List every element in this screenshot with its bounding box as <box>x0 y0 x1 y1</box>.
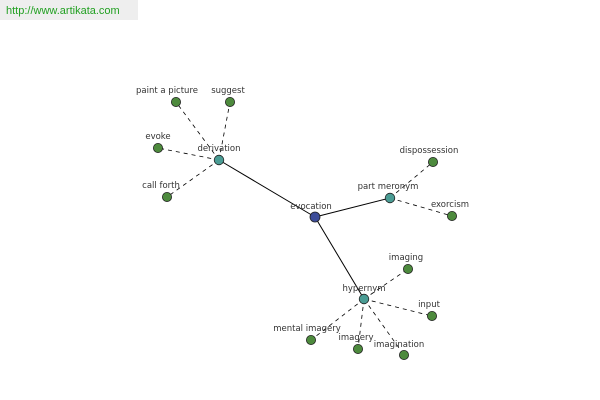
leaf-node-paint-a-picture[interactable] <box>170 97 181 108</box>
edge-part-meronym-dispossession <box>389 161 434 199</box>
leaf-node-suggest[interactable] <box>224 97 235 108</box>
relation-node-hypernym[interactable] <box>358 293 370 305</box>
leaf-node-dispossession[interactable] <box>427 156 438 167</box>
root-label-evocation: evocation <box>290 202 332 212</box>
edge-hypernym-imagination <box>363 298 405 356</box>
edges-layer <box>157 101 453 356</box>
edge-hypernym-imagery <box>357 298 365 350</box>
site-url-link[interactable]: http://www.artikata.com <box>6 5 120 17</box>
leaf-label-paint-a-picture: paint a picture <box>136 86 198 96</box>
leaf-node-evoke[interactable] <box>152 142 163 153</box>
edge-evocation-hypernym <box>314 216 365 300</box>
edge-derivation-call-forth <box>166 159 220 198</box>
leaf-node-imagination[interactable] <box>398 349 409 360</box>
leaf-label-input: input <box>418 300 441 310</box>
leaf-label-imagery: imagery <box>338 333 373 343</box>
edge-hypernym-imaging <box>363 268 409 300</box>
leaf-label-imagination: imagination <box>374 340 425 350</box>
leaf-node-imaging[interactable] <box>402 263 413 274</box>
edge-evocation-derivation <box>218 159 316 218</box>
relation-label-hypernym: hypernym <box>342 284 385 294</box>
leaf-node-call-forth[interactable] <box>161 191 172 202</box>
leaf-label-imaging: imaging <box>389 253 423 263</box>
leaf-node-mental-imagery[interactable] <box>305 334 316 345</box>
nodes-layer: paint a picture suggest evoke call forth der… <box>136 86 469 360</box>
leaf-node-exorcism[interactable] <box>446 210 457 221</box>
edge-part-meronym-exorcism <box>389 197 453 217</box>
leaf-label-suggest: suggest <box>211 86 245 96</box>
leaf-node-imagery[interactable] <box>352 343 363 354</box>
edge-derivation-evoke <box>157 147 220 161</box>
url-bar: http://www.artikata.com <box>0 0 138 20</box>
relation-label-derivation: derivation <box>197 144 240 154</box>
relation-node-derivation[interactable] <box>213 154 225 166</box>
leaf-label-call-forth: call forth <box>142 181 180 191</box>
edge-derivation-suggest <box>218 101 231 161</box>
edge-hypernym-mental-imagery <box>310 298 365 341</box>
leaf-label-mental-imagery: mental imagery <box>273 324 341 334</box>
leaf-label-evoke: evoke <box>145 132 170 142</box>
relation-label-part-meronym: part meronym <box>358 182 419 192</box>
leaf-node-input[interactable] <box>426 310 437 321</box>
relation-node-part-meronym[interactable] <box>384 192 396 204</box>
edge-hypernym-input <box>363 298 433 317</box>
leaf-label-dispossession: dispossession <box>400 146 459 156</box>
root-node-evocation[interactable] <box>309 211 321 223</box>
leaf-label-exorcism: exorcism <box>431 200 469 210</box>
edge-evocation-part-meronym <box>314 197 391 218</box>
